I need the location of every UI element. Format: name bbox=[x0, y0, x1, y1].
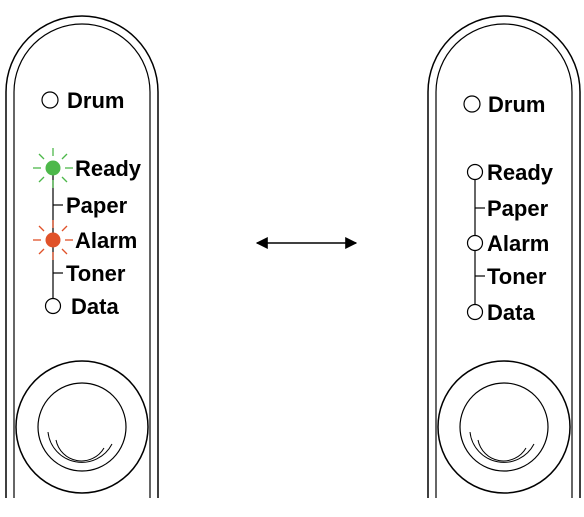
right-drum-label: Drum bbox=[488, 92, 545, 117]
left-control-panel: Drum Ready Paper Alarm bbox=[5, 15, 159, 498]
left-panel-button bbox=[15, 360, 149, 494]
left-panel-outline-outer bbox=[5, 15, 159, 498]
right-paper-label: Paper bbox=[487, 196, 549, 221]
left-toner-label: Toner bbox=[66, 261, 126, 286]
left-panel-outline-inner bbox=[13, 23, 151, 498]
right-data-led bbox=[466, 303, 484, 321]
right-panel-outline-outer bbox=[427, 15, 581, 498]
right-ready-label: Ready bbox=[487, 160, 554, 185]
left-alarm-blink-rays bbox=[33, 220, 73, 260]
right-control-panel: Drum Ready Paper Alarm Toner Data bbox=[427, 15, 581, 498]
left-data-label: Data bbox=[71, 294, 119, 319]
left-alarm-led bbox=[45, 232, 61, 248]
left-ready-label: Ready bbox=[75, 156, 142, 181]
left-data-led bbox=[44, 297, 62, 315]
right-alarm-label: Alarm bbox=[487, 231, 549, 256]
right-alarm-led bbox=[466, 234, 484, 252]
right-panel-outline-inner bbox=[435, 23, 573, 498]
right-toner-label: Toner bbox=[487, 264, 547, 289]
left-drum-label: Drum bbox=[67, 88, 124, 113]
left-paper-label: Paper bbox=[66, 193, 128, 218]
right-ready-led bbox=[466, 163, 484, 181]
left-drum-led bbox=[41, 91, 59, 109]
right-drum-led bbox=[463, 95, 481, 113]
right-panel-button bbox=[437, 360, 571, 494]
left-ready-led bbox=[45, 160, 61, 176]
left-ready-blink-rays bbox=[33, 148, 73, 188]
left-alarm-label: Alarm bbox=[75, 228, 137, 253]
right-data-label: Data bbox=[487, 300, 535, 325]
